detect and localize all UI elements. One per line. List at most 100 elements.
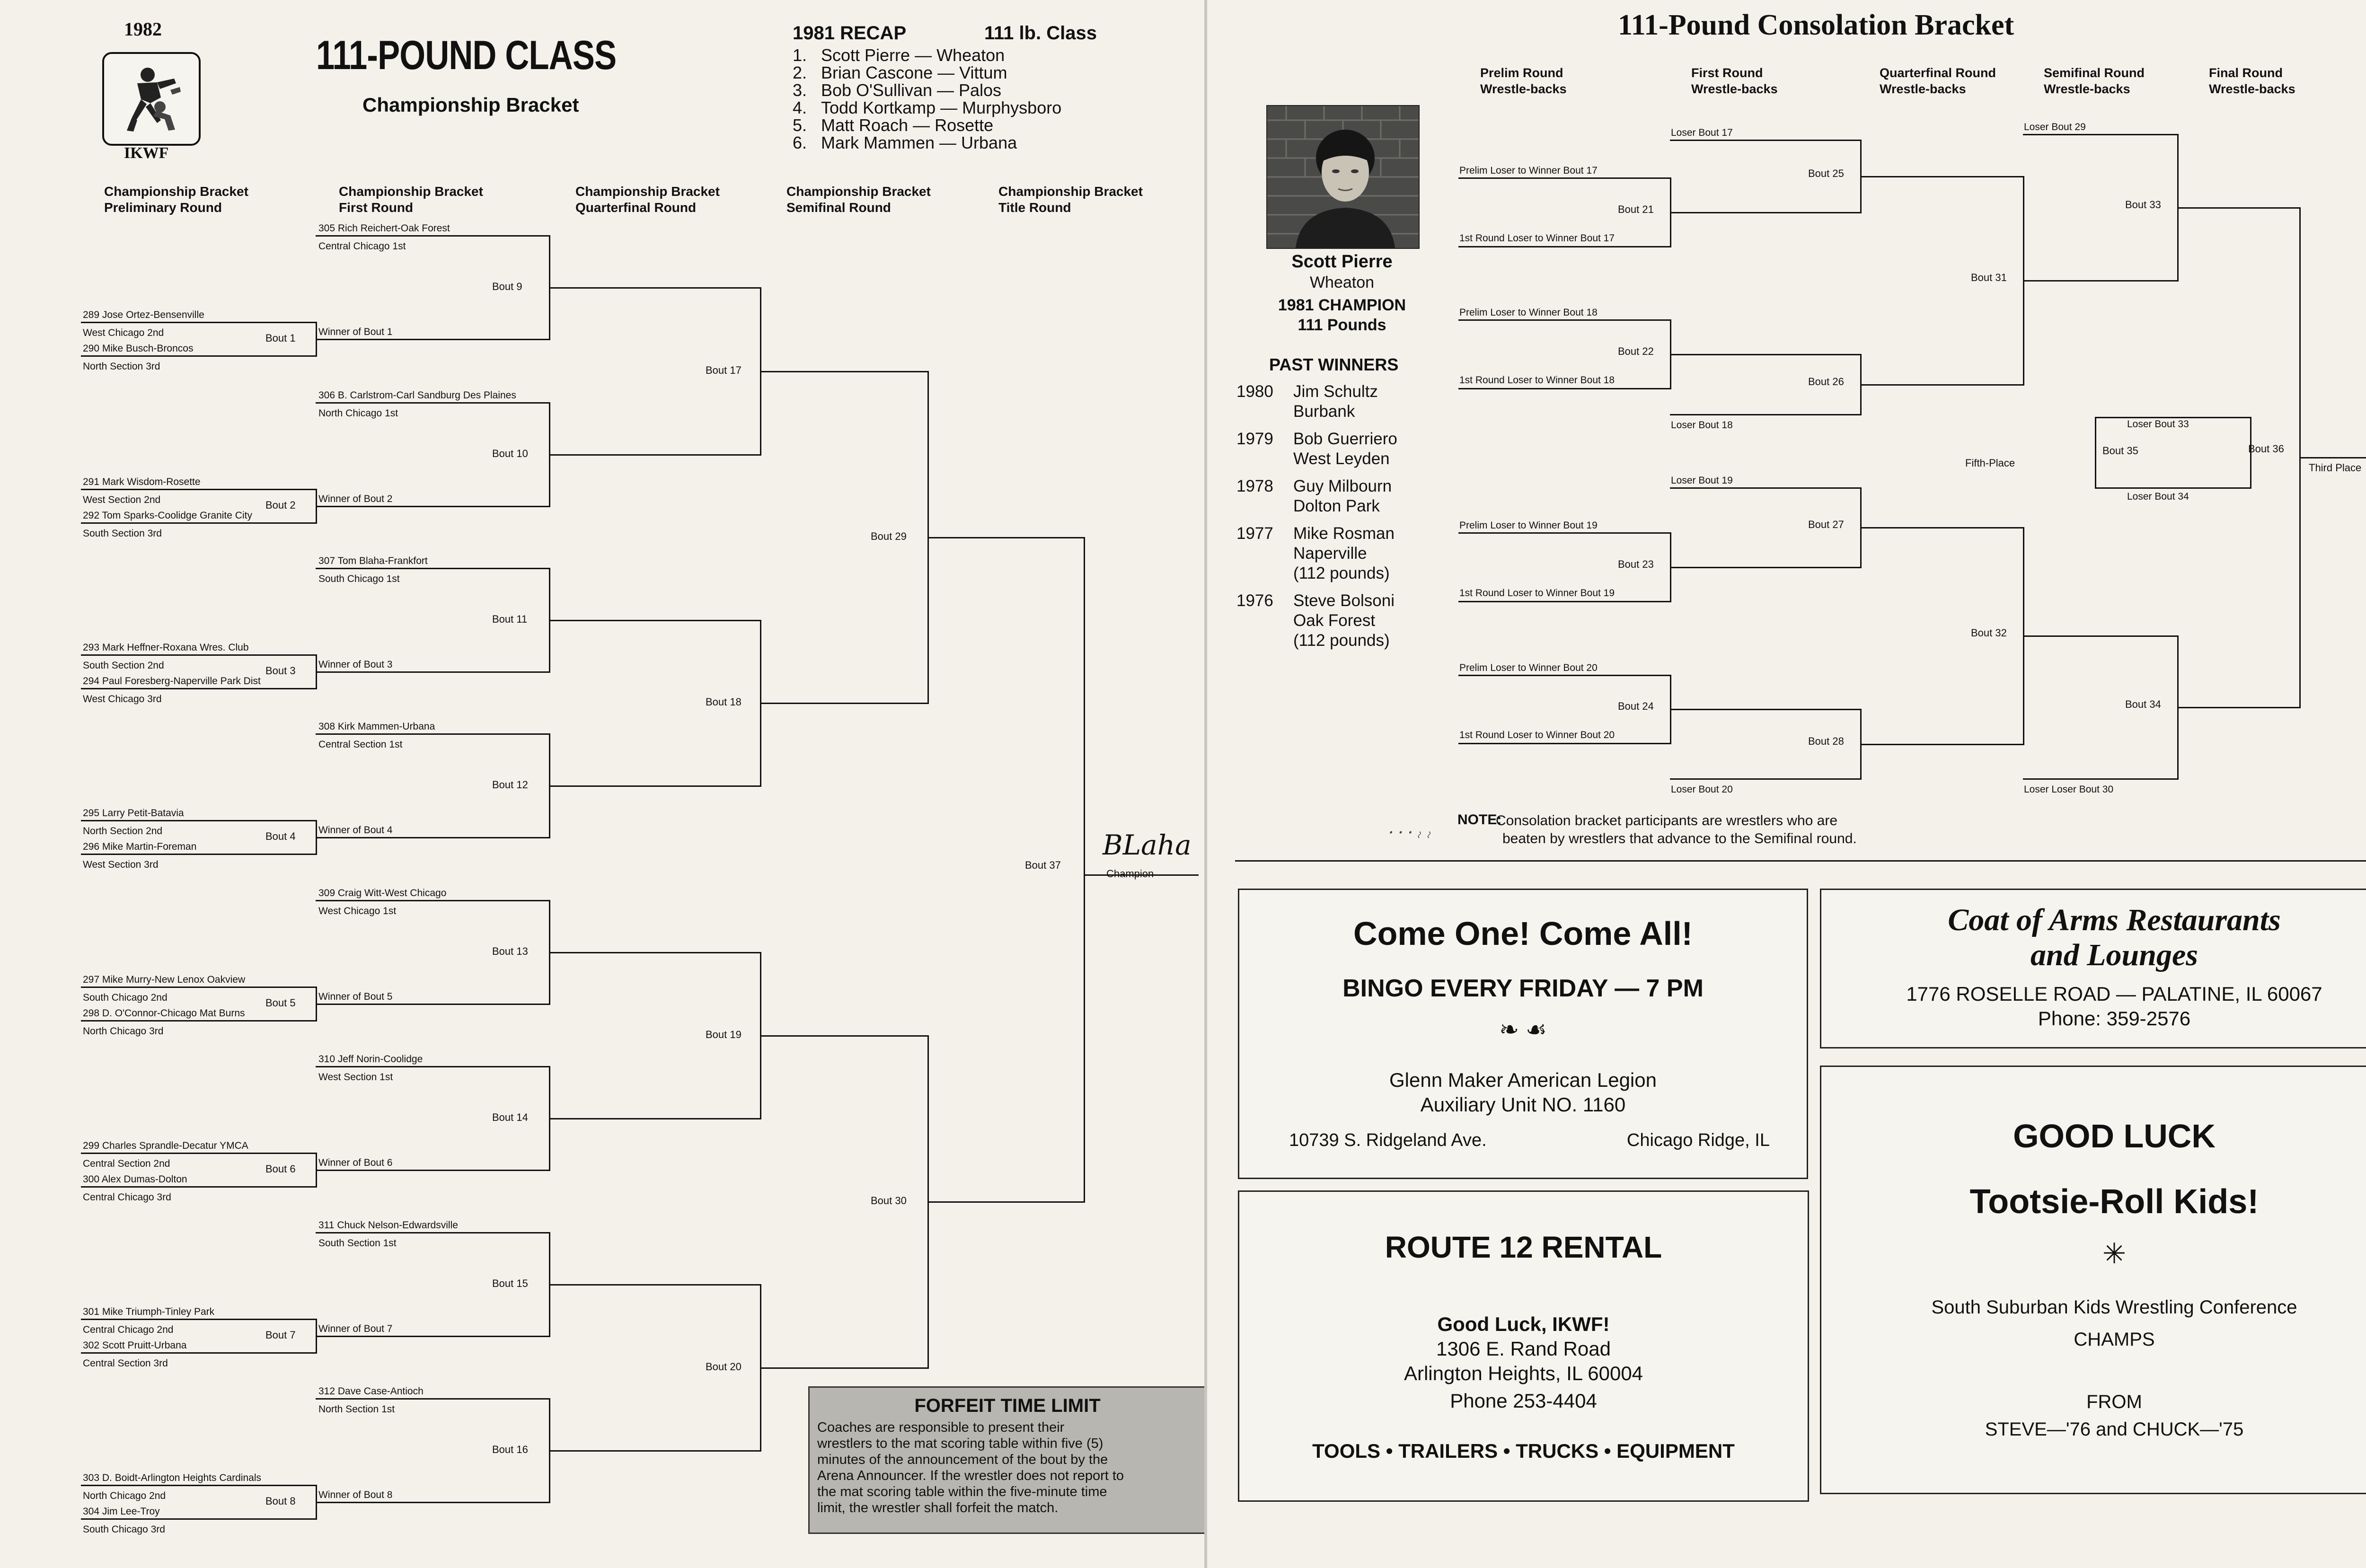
past-winner-line: Dolton Park: [1293, 497, 1380, 515]
entrant-seed: North Section 1st: [318, 1404, 395, 1415]
wrestlers-logo-icon: [127, 68, 181, 132]
coat-name-line1: Coat of Arms Restaurants: [1948, 903, 2281, 937]
entrant-line: [1458, 319, 1670, 321]
entrant-name: 298 D. O'Connor-Chicago Mat Burns: [83, 1008, 245, 1019]
bracket-line: [927, 537, 1084, 538]
recap-place-entry: Matt Roach — Rosette: [821, 115, 994, 135]
winner-line: [316, 671, 549, 673]
past-winner-year: 1978: [1236, 477, 1273, 495]
recap-place-number: 4.: [793, 98, 807, 117]
recap-place-entry: Mark Mammen — Urbana: [821, 133, 1017, 152]
entrant-seed: North Chicago 2nd: [83, 1490, 166, 1501]
entrant-seed: Central Chicago 1st: [318, 241, 406, 252]
bracket-line: [760, 371, 927, 372]
prelim-bout-label: Bout 7: [265, 1329, 296, 1341]
recap-title: 1981 RECAP: [793, 23, 907, 44]
past-winner-line: Guy Milbourn: [1293, 477, 1392, 495]
entrant-line: [1670, 140, 1860, 141]
champion-handwriting: BLaha: [1103, 829, 1192, 861]
past-winner-line: Oak Forest: [1293, 611, 1376, 630]
past-winner-year: 1977: [1236, 524, 1273, 543]
round-header: Championship Bracket: [786, 184, 931, 199]
entrant-name: 303 D. Boidt-Arlington Heights Cardinals: [83, 1472, 262, 1483]
entrant-line: [81, 688, 316, 689]
entrant-line: [1670, 778, 1860, 780]
entrant-name: 310 Jeff Norin-Coolidge: [318, 1054, 423, 1065]
final-bout-label: Bout 37: [1025, 859, 1061, 871]
bracket-line: [1670, 354, 1860, 355]
entrant-line: [81, 1020, 316, 1022]
round-header: Wrestle-backs: [2044, 82, 2130, 96]
consolation-entrant-label: Loser Bout 29: [2024, 122, 2086, 132]
bracket-line: [1670, 567, 1860, 568]
consolation-bout-label: Bout 36: [2248, 443, 2284, 455]
bracket-line: [549, 454, 760, 456]
entrant-line: [1458, 246, 1670, 247]
entrant-line: [81, 820, 316, 821]
goodluck-line5: FROM: [2086, 1392, 2142, 1412]
note-line: beaten by wrestlers that advance to the …: [1502, 831, 1857, 846]
entrant-name: 309 Craig Witt-West Chicago: [318, 888, 447, 899]
entrant-name: 302 Scott Pruitt-Urbana: [83, 1340, 187, 1351]
note-line: Consolation bracket participants are wre…: [1496, 813, 1838, 828]
round-header: Semifinal Round: [2044, 66, 2145, 80]
consolation-title: 111-Pound Consolation Bracket: [1618, 9, 2014, 41]
round-header: Preliminary Round: [104, 200, 222, 215]
entrant-name: 304 Jim Lee-Troy: [83, 1506, 160, 1517]
entrant-seed: North Section 3rd: [83, 361, 160, 372]
first-round-bout-label: Bout 15: [492, 1277, 528, 1289]
coat-of-arms-ad: Coat of Arms Restaurants and Lounges 177…: [1820, 889, 2366, 1048]
entrant-line: [81, 1153, 316, 1154]
bracket-line: [760, 1367, 927, 1369]
recap-place-number: 1.: [793, 45, 807, 65]
round-header: Championship Bracket: [104, 184, 248, 199]
round-header: Prelim Round: [1480, 66, 1563, 80]
semifinal-bout-label: Bout 29: [871, 530, 907, 542]
good-luck-ad: GOOD LUCK Tootsie-Roll Kids! ✳ South Sub…: [1820, 1066, 2366, 1494]
bracket-line: [1670, 212, 1860, 213]
bracket-line: [2177, 207, 2299, 209]
prelim-bout-label: Bout 1: [265, 332, 296, 344]
entrant-line: [1458, 675, 1670, 676]
bracket-line: [1860, 744, 2023, 745]
champion-weight: 111 Pounds: [1298, 316, 1386, 334]
entrant-seed: South Section 2nd: [83, 660, 164, 671]
entrant-seed: Central Chicago 3rd: [83, 1192, 171, 1203]
recap-class: 111 lb. Class: [984, 23, 1097, 44]
winner-label: Winner of Bout 3: [318, 659, 393, 670]
round-header: Quarterfinal Round: [1880, 66, 1996, 80]
bracket-line: [927, 1201, 1084, 1203]
bracket-connector: [2095, 417, 2096, 489]
winner-line: [316, 1502, 549, 1503]
consolation-entrant-label: Prelim Loser to Winner Bout 19: [1459, 520, 1598, 531]
entrant-seed: South Chicago 2nd: [83, 992, 168, 1003]
entrant-line: [81, 355, 316, 357]
first-round-bout-label: Bout 14: [492, 1111, 528, 1123]
winner-label: Winner of Bout 7: [318, 1323, 393, 1334]
route12-city: Arlington Heights, IL 60004: [1404, 1362, 1643, 1384]
prelim-bout-label: Bout 8: [265, 1495, 296, 1507]
prelim-bout-label: Bout 3: [265, 665, 296, 677]
bracket-line: [2177, 707, 2299, 708]
bingo-headline: Come One! Come All!: [1353, 915, 1693, 952]
entrant-name: 301 Mike Triumph-Tinley Park: [83, 1306, 215, 1317]
entrant-line: [1458, 601, 1670, 602]
past-winner-year: 1979: [1236, 430, 1273, 448]
consolation-bout-label: Bout 22: [1618, 345, 1654, 357]
consolation-entrant-label: Prelim Loser to Winner Bout 17: [1459, 165, 1598, 176]
bracket-line: [549, 620, 760, 621]
consolation-bout-label: Bout 28: [1808, 735, 1844, 747]
bracket-line: [2023, 280, 2177, 282]
first-round-bout-label: Bout 16: [492, 1444, 528, 1455]
bracket-connector: [2250, 417, 2251, 489]
right-page: 111-Pound Consolation Bracket Prelim Rou…: [1207, 0, 2366, 1568]
recap-place-number: 5.: [793, 115, 807, 135]
entrant-seed: West Section 2nd: [83, 494, 161, 505]
bracket-line: [549, 1284, 760, 1286]
past-winner-line: Burbank: [1293, 402, 1355, 421]
entrant-seed: North Chicago 3rd: [83, 1026, 164, 1037]
winner-label: Winner of Bout 6: [318, 1157, 393, 1168]
page-title: 111-POUND CLASS: [316, 33, 617, 78]
winner-label: Winner of Bout 2: [318, 493, 393, 504]
route12-title: ROUTE 12 RENTAL: [1385, 1230, 1662, 1264]
